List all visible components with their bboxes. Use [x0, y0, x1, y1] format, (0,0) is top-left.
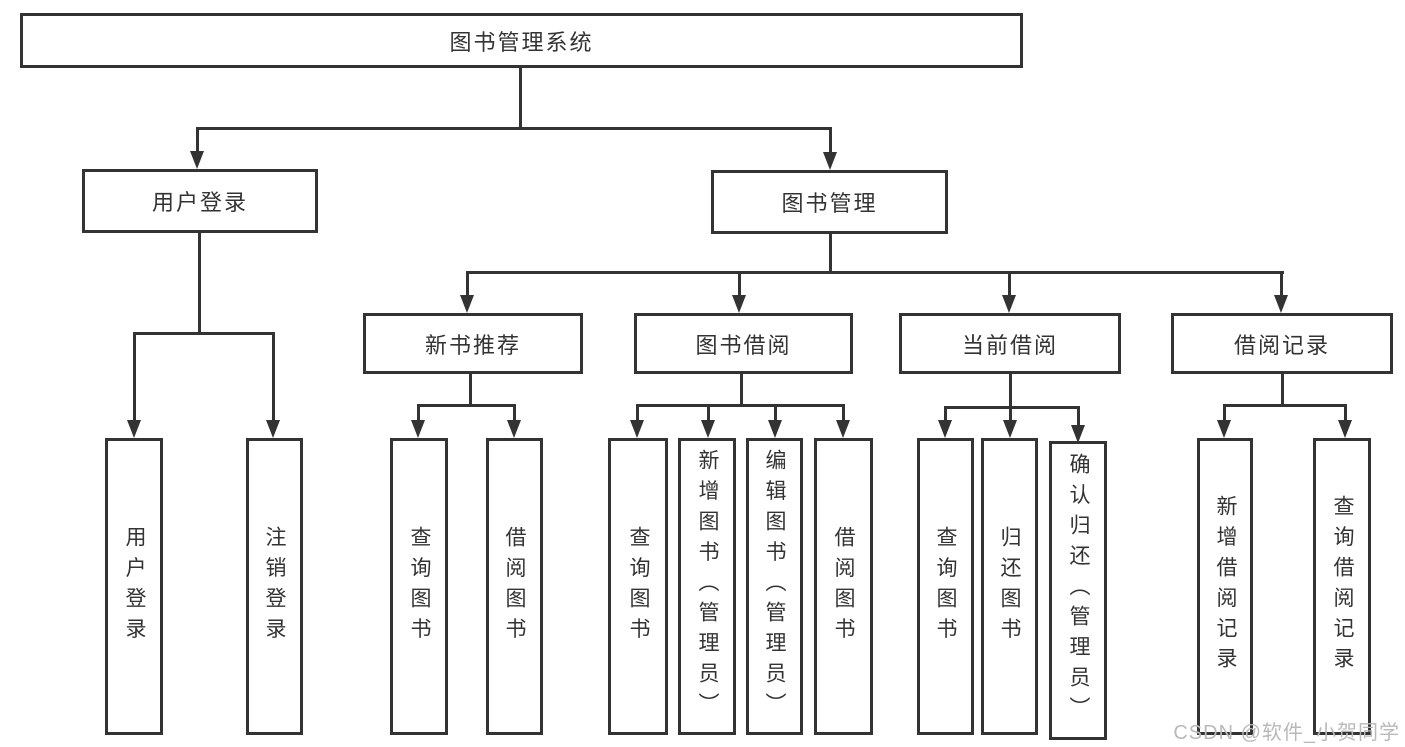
- connector-arrow-stem: [1008, 407, 1012, 422]
- connector-arrow-stem: [416, 405, 420, 422]
- connector-arrow-stem: [1222, 405, 1226, 422]
- connector-hline: [195, 126, 832, 130]
- connector-hline: [132, 331, 275, 335]
- node-user-login-group: 用户登录: [82, 169, 318, 233]
- node-leaf-logout: 注销登录: [246, 438, 303, 735]
- connector-arrow-stem: [828, 128, 832, 154]
- connector-arrow-stem: [737, 272, 741, 297]
- arrow-down-icon: [411, 420, 425, 438]
- connector-vline: [197, 233, 201, 333]
- node-leaf-query-books-recommend: 查询图书: [390, 438, 448, 735]
- arrow-down-icon: [732, 295, 746, 313]
- node-new-book-recommend: 新书推荐: [363, 313, 583, 374]
- arrow-down-icon: [768, 420, 782, 438]
- arrow-down-icon: [701, 420, 715, 438]
- node-leaf-borrow-books-borrowing: 借阅图书: [814, 438, 873, 735]
- connector-arrow-stem: [132, 333, 136, 422]
- connector-arrow-stem: [773, 405, 777, 422]
- node-book-management-group: 图书管理: [711, 170, 948, 234]
- connector-hline: [416, 403, 516, 407]
- connector-arrow-stem: [1076, 407, 1080, 427]
- arrow-down-icon: [1274, 295, 1288, 313]
- arrow-down-icon: [630, 420, 644, 438]
- node-leaf-borrow-books-recommend: 借阅图书: [486, 438, 543, 735]
- arrow-down-icon: [127, 420, 141, 438]
- connector-hline: [465, 270, 1284, 274]
- arrow-down-icon: [823, 152, 837, 170]
- node-leaf-add-borrow-record: 新增借阅记录: [1197, 438, 1253, 735]
- node-leaf-return-books: 归还图书: [981, 438, 1038, 735]
- connector-hline: [635, 403, 845, 407]
- arrow-down-icon: [507, 420, 521, 438]
- node-leaf-query-borrow-record: 查询借阅记录: [1313, 438, 1371, 735]
- connector-arrow-stem: [841, 405, 845, 422]
- connector-hline: [1222, 403, 1347, 407]
- connector-arrow-stem: [512, 405, 516, 422]
- node-leaf-query-books-current: 查询图书: [917, 438, 974, 735]
- connector-arrow-stem: [465, 272, 469, 297]
- arrow-down-icon: [190, 151, 204, 169]
- node-leaf-edit-books-admin: 编辑图书（管理员）: [746, 438, 803, 735]
- arrow-down-icon: [1003, 420, 1017, 438]
- connector-hline: [943, 405, 1080, 409]
- node-current-borrowing: 当前借阅: [899, 313, 1121, 374]
- connector-arrow-stem: [1279, 272, 1283, 297]
- connector-arrow-stem: [271, 333, 275, 422]
- node-book-borrowing: 图书借阅: [634, 313, 853, 374]
- arrow-down-icon: [1071, 425, 1085, 443]
- connector-vline: [828, 234, 832, 272]
- connector-arrow-stem: [1343, 405, 1347, 422]
- connector-arrow-stem: [943, 407, 947, 422]
- node-borrowing-records: 借阅记录: [1171, 313, 1393, 374]
- arrow-down-icon: [266, 420, 280, 438]
- arrow-down-icon: [836, 420, 850, 438]
- connector-vline: [1280, 374, 1284, 405]
- node-leaf-user-login: 用户登录: [105, 438, 163, 735]
- arrow-down-icon: [1217, 420, 1231, 438]
- node-leaf-confirm-return-admin: 确认归还（管理员）: [1049, 441, 1107, 740]
- connector-arrow-stem: [195, 128, 199, 153]
- connector-arrow-stem: [635, 405, 639, 422]
- arrow-down-icon: [1338, 420, 1352, 438]
- arrow-down-icon: [1002, 295, 1016, 313]
- connector-vline: [468, 374, 472, 405]
- node-leaf-add-books-admin: 新增图书（管理员）: [678, 438, 736, 735]
- node-system-root: 图书管理系统: [20, 13, 1023, 68]
- arrow-down-icon: [938, 420, 952, 438]
- arrow-down-icon: [460, 295, 474, 313]
- connector-arrow-stem: [706, 405, 710, 422]
- connector-arrow-stem: [1007, 272, 1011, 297]
- csdn-watermark: CSDN @软件_小贺同学: [1173, 722, 1400, 744]
- connector-vline: [518, 68, 522, 128]
- node-leaf-query-books-borrowing: 查询图书: [608, 438, 668, 735]
- connector-vline: [739, 374, 743, 405]
- connector-vline: [1008, 374, 1012, 407]
